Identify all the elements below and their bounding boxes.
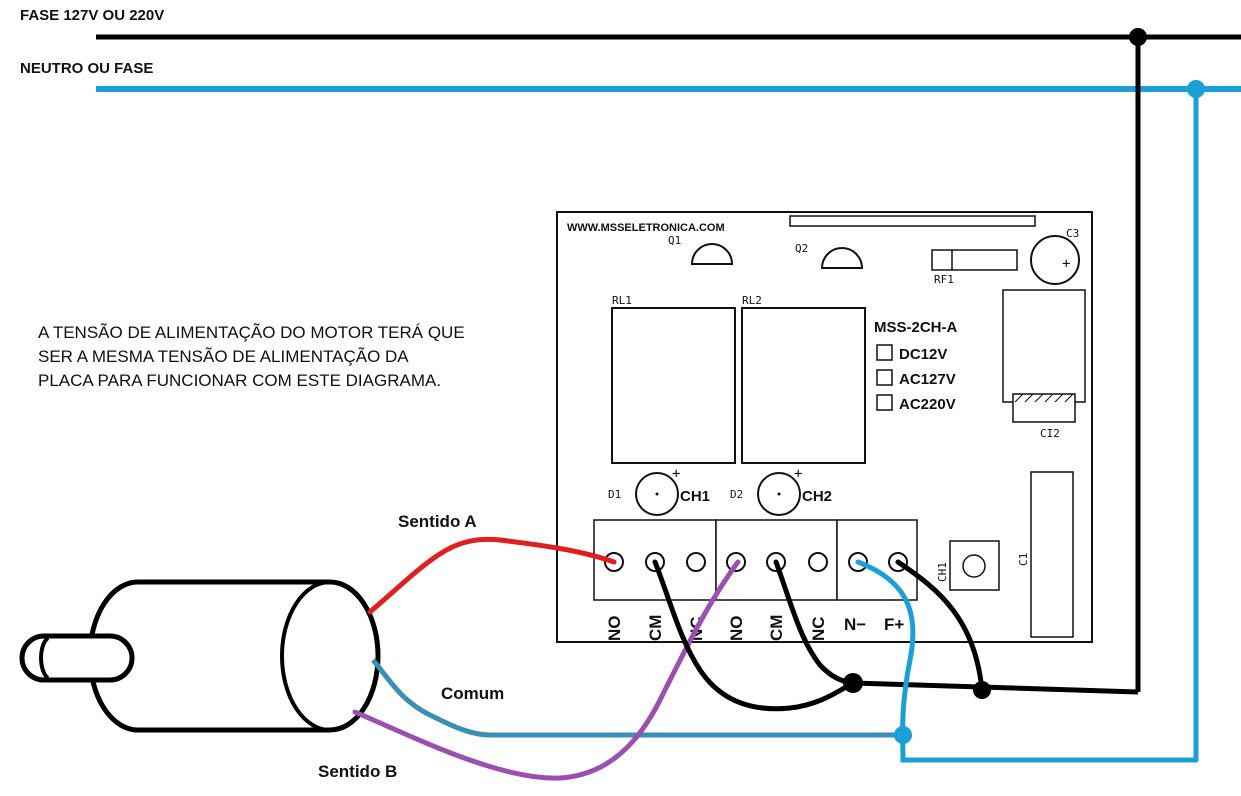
c1-label: C1 — [1017, 553, 1030, 566]
motor-shaft — [19, 633, 135, 683]
rl2-label: RL2 — [742, 294, 762, 307]
relay-1 — [611, 307, 736, 464]
d1-label: D1 — [608, 488, 621, 501]
relay-board: WWW.MSSELETRONICA.COM Q1 Q2 RF1 + C3 CI2… — [556, 211, 1093, 643]
note-line-3: PLACA PARA FUNCIONAR COM ESTE DIAGRAMA. — [38, 371, 441, 390]
board-website: WWW.MSSELETRONICA.COM — [567, 222, 725, 234]
terminal-label-n-minus: N− — [844, 615, 866, 634]
q2-label: Q2 — [795, 242, 808, 255]
d1-plus: + — [672, 466, 680, 482]
note-line-1: A TENSÃO DE ALIMENTAÇÃO DO MOTOR TERÁ QU… — [38, 323, 465, 342]
board-model: MSS-2CH-A — [874, 319, 958, 336]
label-sentido-a: Sentido A — [398, 512, 477, 531]
terminal-label-nc-2: NC — [809, 616, 828, 641]
option-checkbox-ac220v — [876, 394, 893, 411]
terminal-label-no-1: NO — [605, 616, 624, 642]
ch1-led-label: CH1 — [680, 488, 710, 505]
ci2-heatsink — [1012, 393, 1076, 423]
option-dc12v: DC12V — [899, 346, 947, 363]
c1-capacitor — [1030, 471, 1074, 638]
motor — [19, 579, 381, 733]
phase-junction-board — [843, 673, 863, 693]
rl1-label: RL1 — [612, 294, 632, 307]
ci2-hatch — [1014, 393, 1074, 403]
neutral-line-label: NEUTRO OU FASE — [20, 60, 153, 77]
relay-2 — [741, 307, 866, 464]
ci2-label: CI2 — [1040, 427, 1060, 440]
wire-fplus-phase — [895, 559, 985, 693]
q1-transistor — [690, 243, 734, 265]
option-checkbox-ac127v — [876, 369, 893, 386]
terminal-label-no-2: NO — [727, 616, 746, 642]
d2-label: D2 — [730, 488, 743, 501]
terminal-screw-nc-2 — [808, 552, 828, 572]
label-comum: Comum — [441, 684, 504, 703]
q1-label: Q1 — [668, 234, 681, 247]
wire-comum — [371, 658, 903, 738]
c3-capacitor — [1030, 235, 1080, 285]
option-ac127v: AC127V — [899, 371, 956, 388]
neutral-junction-dot — [1187, 80, 1205, 98]
ch1-button-label: CH1 — [936, 562, 949, 582]
note-line-2: SER A MESMA TENSÃO DE ALIMENTAÇÃO DA — [38, 347, 409, 366]
d1-led-center — [655, 492, 659, 496]
rf1-module — [931, 249, 1018, 271]
antenna-strip — [789, 215, 1036, 227]
wire-sentido-a — [367, 536, 617, 615]
wire-sentido-b — [352, 559, 741, 781]
wire-cm1-phase — [652, 559, 856, 712]
motor-shaft-edge — [39, 636, 50, 680]
phase-junction-dot — [1129, 28, 1147, 46]
ci2-chip — [1002, 289, 1086, 403]
fplus-junction — [973, 681, 991, 699]
c3-plus: + — [1062, 256, 1070, 272]
terminal-label-f-plus: F+ — [884, 615, 904, 634]
d2-led-center — [777, 492, 781, 496]
wire-cm2-phase — [773, 559, 856, 686]
terminal-label-cm-2: CM — [767, 615, 786, 641]
phase-line-label: FASE 127V OU 220V — [20, 7, 164, 24]
ch2-led-label: CH2 — [802, 488, 832, 505]
terminal-screw-nc-1 — [686, 552, 706, 572]
option-checkbox-dc12v — [876, 344, 893, 361]
label-sentido-b: Sentido B — [318, 762, 397, 781]
d2-plus: + — [794, 466, 802, 482]
rf1-label: RF1 — [934, 273, 954, 286]
ch1-pushbutton-cap — [962, 554, 986, 578]
motor-end-cap — [280, 580, 331, 732]
neutral-junction-comum — [894, 726, 912, 744]
c3-label: C3 — [1066, 227, 1079, 240]
wire-phase-bus — [852, 680, 1139, 695]
option-ac220v: AC220V — [899, 396, 956, 413]
terminal-label-cm-1: CM — [646, 615, 665, 641]
q2-transistor — [820, 247, 864, 269]
